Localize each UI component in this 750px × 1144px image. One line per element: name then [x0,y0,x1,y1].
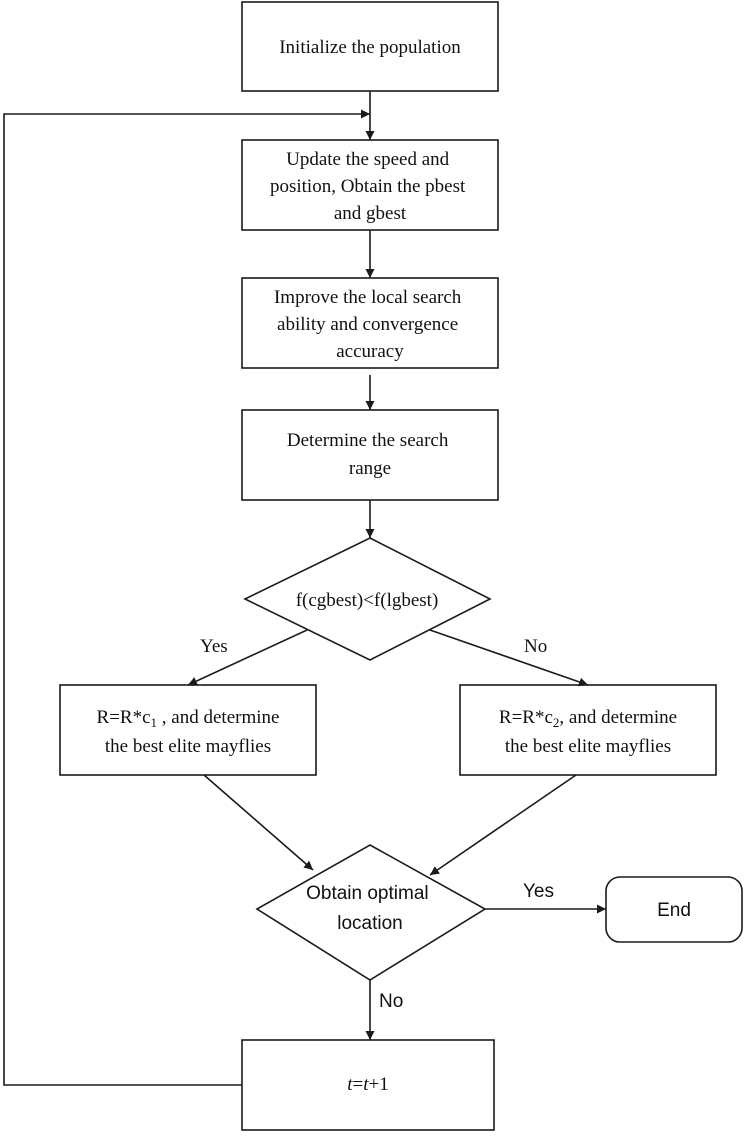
decision-optimal-location: Obtain optimal location [255,844,487,981]
edge-decision-no-right [429,629,589,687]
svg-text:Determine the search ran: Determine the search range [287,430,453,479]
node-range-line: Determine the search [287,430,449,451]
edge-left-to-decision2 [203,774,314,871]
node-update-line: and gbest [334,203,407,224]
node-right-line-2: the best elite mayflies [505,736,671,757]
node-improve-line: accuracy [336,341,404,362]
node-update-line: Update the speed and [286,149,450,170]
node-left-update-r: R=R*c1 , and determine the best elite ma… [59,684,317,776]
node-left-line-1: R=R*c1 , and determine [97,707,280,730]
edge-label-yes-left: Yes [200,636,228,657]
edge-decision-yes-left [187,629,308,686]
node-end: End [605,876,743,943]
svg-text:Update the speed and pos: Update the speed and position, Obtain th… [270,149,470,224]
node-improve: Improve the local search ability and con… [241,277,499,369]
node-determine-range: Determine the search range [241,409,499,501]
decision-optimal-line: Obtain optimal [306,883,429,904]
edge-label-no-right: No [524,636,547,657]
node-update-line: position, Obtain the pbest [270,176,466,197]
svg-text:Obtain optimal location: Obtain optimal location [306,883,434,934]
svg-text:Initialize the population: Initialize the population [279,37,461,58]
decision-optimal-line: location [337,913,403,934]
node-range-line: range [349,458,391,479]
node-initialize: Initialize the population [241,1,499,92]
node-increment-label: t=t+1 [347,1074,389,1095]
node-end-label: End [657,900,691,921]
node-increment: t=t+1 [241,1039,495,1131]
edge-loop-back [3,109,370,1086]
svg-text:Improve the local search: Improve the local search ability and con… [274,287,466,362]
edge-label-yes-end: Yes [523,881,554,902]
node-left-line-2: the best elite mayflies [105,736,271,757]
node-improve-line: Improve the local search [274,287,462,308]
node-right-update-r: R=R*c2, and determine the best elite may… [459,684,717,776]
decision-fitness-compare-label: f(cgbest)<f(lgbest) [296,590,439,611]
node-initialize-line: Initialize the population [279,37,461,58]
edge-right-to-decision2 [429,774,577,876]
node-update: Update the speed and position, Obtain th… [241,139,499,231]
node-right-line-1: R=R*c2, and determine [499,707,677,730]
edge-label-no-down: No [379,991,403,1012]
decision-fitness-compare: f(cgbest)<f(lgbest) [243,537,492,661]
node-improve-line: ability and convergence [277,314,458,335]
